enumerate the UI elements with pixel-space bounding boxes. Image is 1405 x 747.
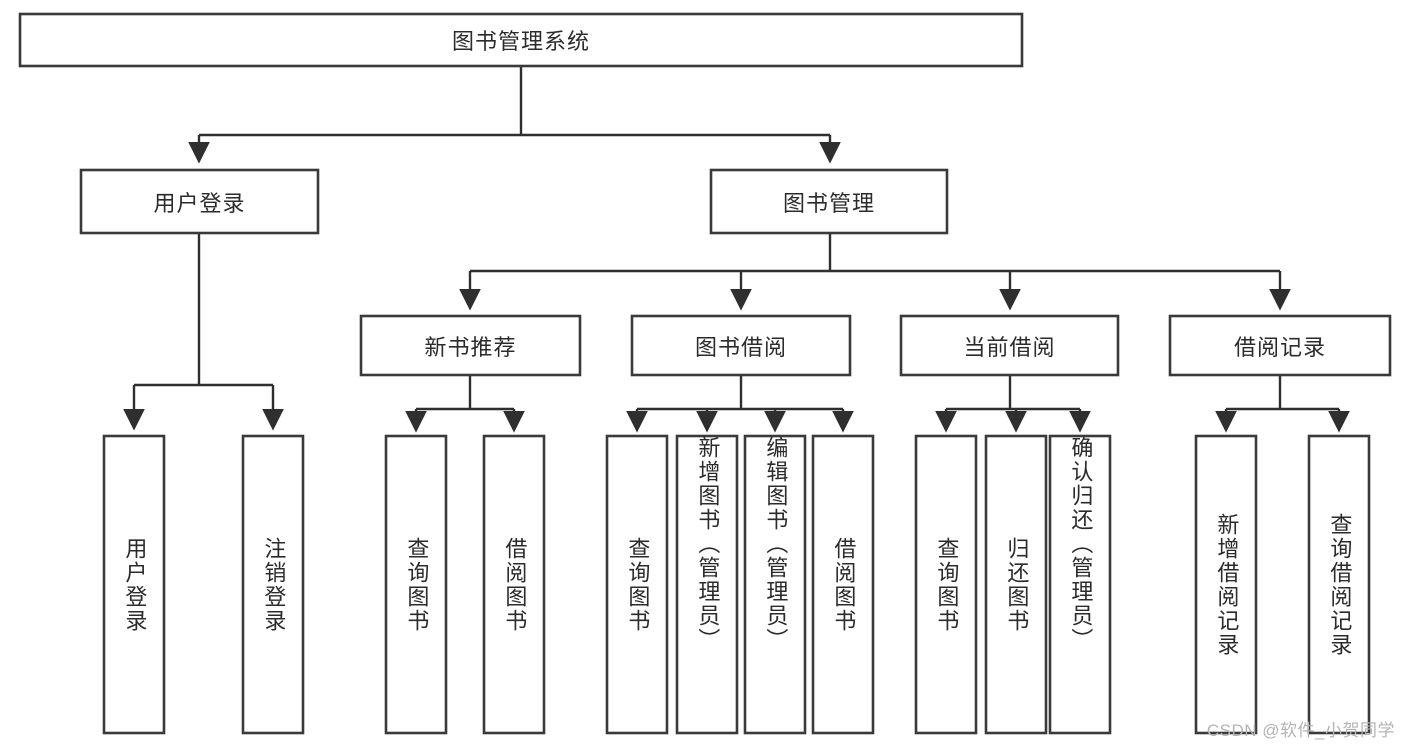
leaf-book-borrow-1[interactable] [675,434,739,735]
leaf-book-borrow-3[interactable] [811,434,875,735]
connector-currentborrow-to-leaves [935,375,1091,433]
leaf-book-borrow-2[interactable] [743,434,807,735]
leaf-book-borrow-0[interactable] [605,434,669,735]
connector-bookborrow-to-leaves [626,375,854,433]
connector-root-to-level2 [188,66,841,164]
leaf-current-borrow-0[interactable] [914,434,978,735]
node-book-borrow[interactable] [630,314,852,377]
leaf-current-borrow-1[interactable] [984,434,1048,735]
node-root[interactable] [18,12,1024,68]
leaf-current-borrow-2[interactable] [1048,434,1112,735]
node-borrow-record[interactable] [1168,314,1392,377]
connector-newbook-to-leaves [405,375,525,433]
connector-borrowrecord-to-leaves [1215,375,1350,433]
connector-bookmgmt-to-level3 [459,233,1291,311]
leaf-borrow-record-1[interactable] [1307,434,1371,735]
leaf-new-book-1[interactable] [482,434,546,735]
node-current-borrow[interactable] [899,314,1120,377]
connector-userlogin-to-leaves [123,233,284,431]
leaf-user-login-1[interactable] [241,434,305,735]
node-new-book-recommend[interactable] [359,314,582,377]
leaf-borrow-record-0[interactable] [1194,434,1258,735]
leaf-new-book-0[interactable] [384,434,448,735]
node-book-management[interactable] [709,168,949,235]
node-user-login[interactable] [79,168,320,235]
leaf-user-login-0[interactable] [102,434,166,735]
